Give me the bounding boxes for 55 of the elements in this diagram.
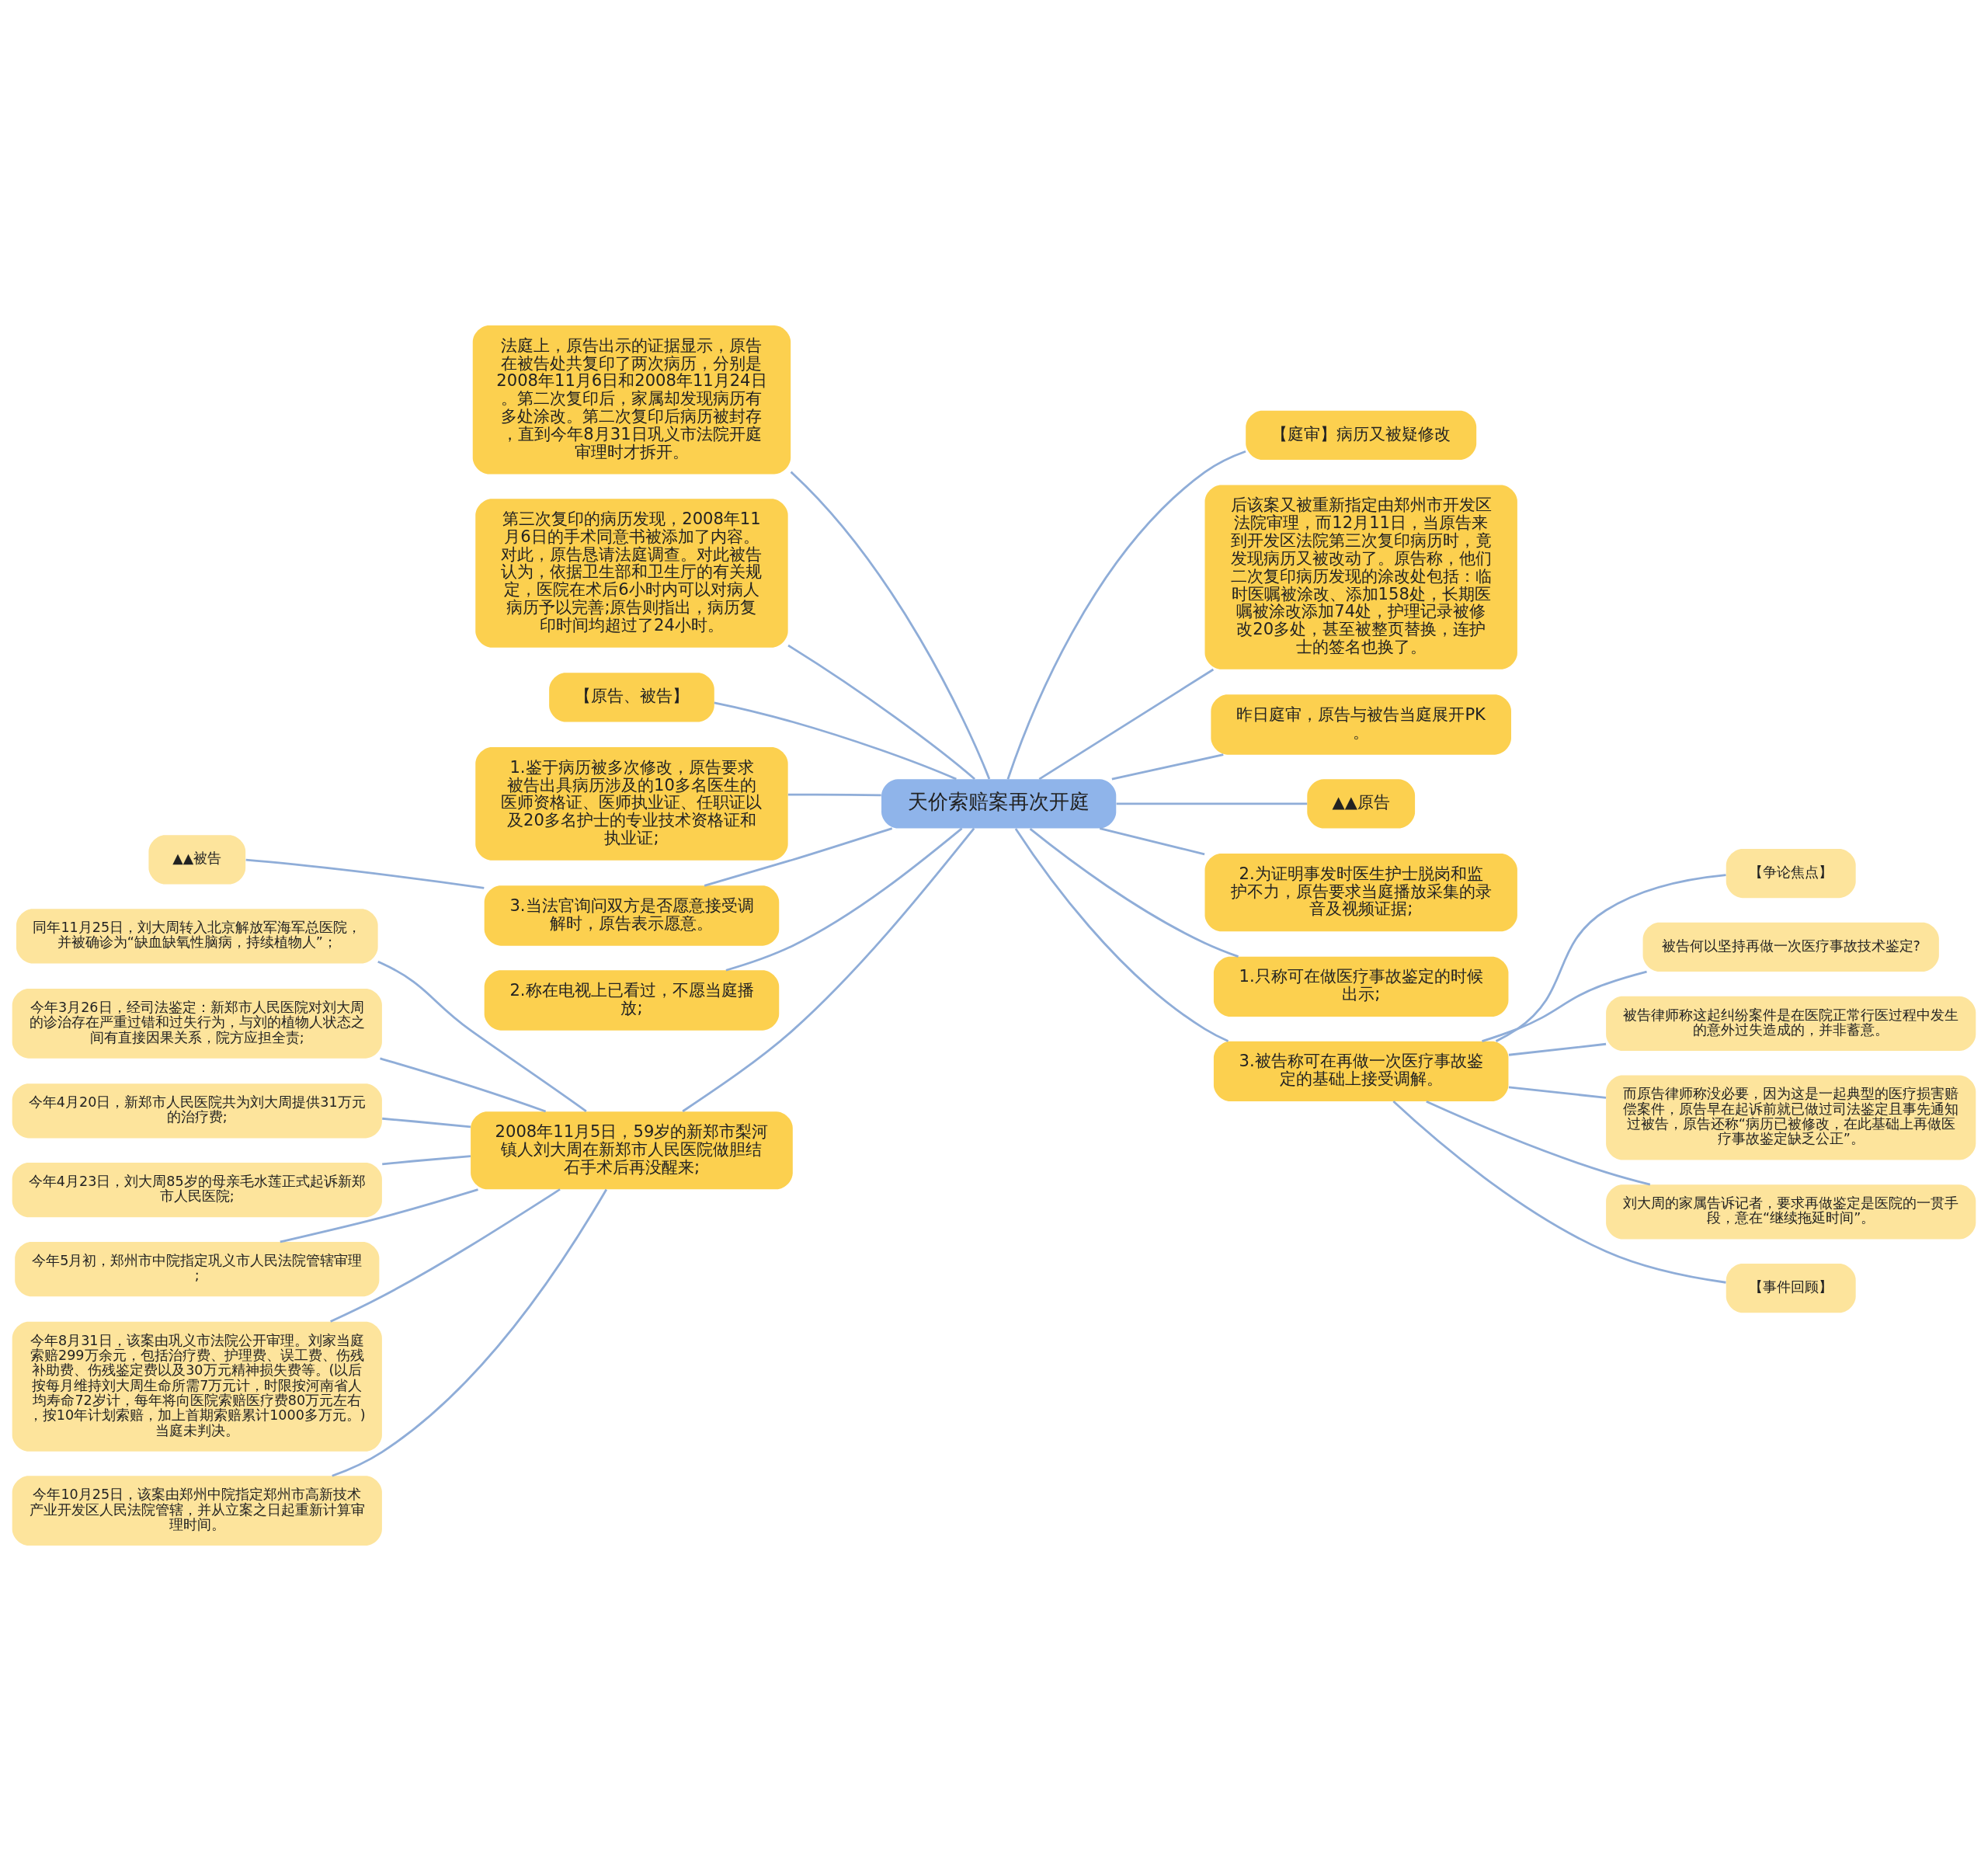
node-box: 2008年11月5日，59岁的新郑市梨河镇人刘大周在新郑市人民医院做胆结石手术后再没醒来; — [471, 1111, 793, 1190]
connector — [1482, 970, 1647, 1042]
node-box: 2.称在电视上已看过，不愿当庭播放; — [484, 970, 780, 1031]
node-box: 今年5月初，郑州市中院指定巩义市人民法院管辖审理; — [15, 1242, 380, 1297]
node-box: 今年4月23日，刘大周85岁的母亲毛水莲正式起诉新郑市人民医院; — [12, 1163, 382, 1218]
connector — [1099, 827, 1205, 856]
node-box: 今年4月20日，新郑市人民医院共为刘大周提供31万元的治疗费; — [12, 1083, 382, 1139]
node-box: 3.被告称可在再做一次医疗事故鉴定的基础上接受调解。 — [1213, 1041, 1509, 1101]
node-box: 法庭上，原告出示的证据显示，原告在被告处共复印了两次病历，分别是2008年11月6日和2008年11月24日。第二次复印后，家属却发现病历有多处涂改。第二次复印后病历被封存，直到今年8月31日巩义市法院开庭审理时才拆开。 — [472, 325, 791, 475]
node-box: ▲▲原告 — [1307, 779, 1416, 829]
connector — [382, 1155, 471, 1166]
node-box: 2.为证明事发时医生护士脱岗和监护不力，原告要求当庭播放采集的录音及视频证据; — [1204, 854, 1517, 932]
connector — [377, 960, 587, 1113]
node-box: 被告何以坚持再做一次医疗事故技术鉴定? — [1642, 922, 1939, 972]
node-box: 【庭审】病历又被疑修改 — [1246, 410, 1477, 461]
connector — [1038, 668, 1215, 781]
node-box: 同年11月25日，刘大周转入北京解放军海军总医院，并被确诊为“缺血缺氧性脑病，持续植物人”； — [16, 909, 378, 964]
connector — [725, 827, 963, 972]
connector — [1508, 1042, 1607, 1056]
node-box: 今年3月26日，经司法鉴定：新郑市人民医院对刘大周的诊治存在严重过错和过失行为，与刘的植物人状态之间有直接因果关系，院方应担全责; — [12, 989, 382, 1059]
connector — [1426, 1101, 1651, 1186]
node-box: 1.鉴于病历被多次修改，原告要求被告出具病历涉及的10多名医生的医师资格证、医师执业证、任职证以及20多名护士的专业技术资格证和执业证; — [475, 747, 788, 861]
connector — [682, 827, 975, 1113]
node-box: 3.当法官询问双方是否愿意接受调解时，原告表示愿意。 — [484, 885, 780, 946]
node-box: 天价索赔案再次开庭 — [881, 779, 1117, 829]
connector — [1392, 1101, 1726, 1284]
node-box: 昨日庭审，原告与被告当庭展开PK。 — [1211, 694, 1511, 755]
connector — [380, 1057, 547, 1113]
connector — [1029, 828, 1239, 958]
node-box: 今年8月31日，该案由巩义市法院公开审理。刘家当庭索赔299万余元，包括治疗费、护理费、误工费、伤残补助费、伤残鉴定费以及30万元精神损失费等。(以后按每月维持刘大周生命所需7万元计，时限按河南省人均寿命72岁计，每年将向医院索赔医疗费80万元左右，按10年计划索赔，加上首期索赔累计1000多万元。)当庭未判决。 — [12, 1321, 382, 1452]
connector — [330, 1188, 561, 1323]
node-box: ▲▲被告 — [148, 835, 246, 885]
node-box: 后该案又被重新指定由郑州市开发区法院审理，而12月11日，当原告来到开发区法院第三次复印病历时，竟发现病历又被改动了。原告称，他们二次复印病历发现的涂改处包括：临时医嘱被涂改、添加158处，长期医嘱被涂改添加74处，护理记录被修改20多处，甚至被整页替换，连护士的签名也换了。 — [1204, 485, 1517, 669]
connector — [1116, 802, 1308, 805]
connector — [714, 701, 957, 781]
node-box: 1.只称可在做医疗事故鉴定的时候出示; — [1213, 956, 1509, 1017]
node-box: 【事件回顾】 — [1726, 1264, 1856, 1313]
node-box: 今年10月25日，该案由郑州中院指定郑州市高新技术产业开发区人民法院管辖，并从立案之日起重新计算审理时间。 — [12, 1476, 382, 1546]
connector — [1014, 828, 1229, 1042]
connector — [1495, 874, 1726, 1042]
node-box: 【原告、被告】 — [549, 673, 714, 722]
node-box: 第三次复印的病历发现，2008年11月6日的手术同意书被添加了内容。对此，原告恳请法庭调查。对此被告认为，依据卫生部和卫生厅的有关规定，医院在术后6小时内可以对病人病历予以完善;原告则指出，病历复印时间均超过了24小时。 — [475, 499, 788, 648]
connector — [787, 644, 975, 780]
connector — [245, 858, 485, 889]
node-box: 被告律师称这起纠纷案件是在医院正常行医过程中发生的意外过失造成的，并非蓄意。 — [1606, 996, 1976, 1051]
node-box: 而原告律师称没必要，因为这是一起典型的医疗损害赔偿案件，原告早在起诉前就已做过司法鉴定且事先通知过被告，原告还称“病历已被修改，在此基础上再做医疗事故鉴定缺乏公正”。 — [1606, 1075, 1976, 1160]
connector — [382, 1117, 471, 1129]
connector — [1508, 1086, 1607, 1099]
connector — [790, 471, 991, 780]
node-box: 刘大周的家属告诉记者，要求再做鉴定是医院的一贯手段，意在“继续拖延时间”。 — [1606, 1184, 1976, 1240]
connector — [787, 793, 881, 797]
node-box: 【争论焦点】 — [1726, 848, 1856, 899]
connector — [332, 1188, 608, 1477]
connector — [1006, 450, 1246, 780]
connector — [1111, 753, 1224, 781]
